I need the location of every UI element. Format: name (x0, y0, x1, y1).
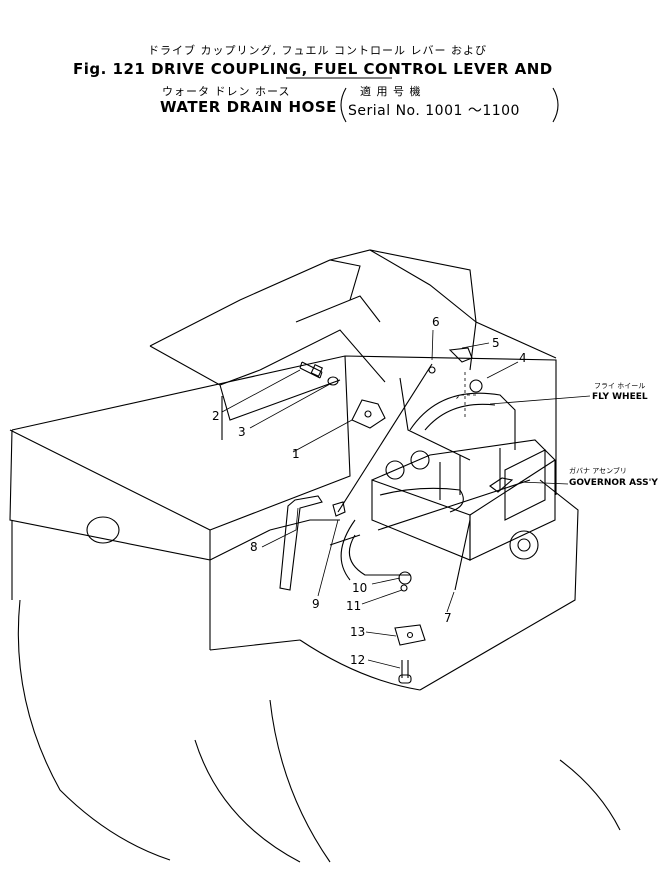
part-number-8: 8 (250, 540, 258, 554)
part-13-plate (394, 624, 426, 646)
serial-range: Serial No. 1001 ～1100 (348, 103, 520, 119)
part-number-12: 12 (350, 653, 365, 667)
part-number-9: 9 (312, 597, 320, 611)
figure-subtitle: WATER DRAIN HOSE (160, 98, 337, 116)
part-2-bolt (299, 361, 323, 379)
title-japanese-line1: ドライブ カップリング, フュエル コントロール レバー および (148, 44, 487, 57)
serial-japanese-label: 適 用 号 機 (360, 85, 422, 98)
body-front-left (9, 429, 211, 650)
governor-lever (489, 477, 514, 493)
engine-block-lower (371, 479, 471, 561)
part-6-control-rod (337, 363, 433, 513)
governor-label: GOVERNOR ASS'Y (569, 478, 658, 488)
part-number-11: 11 (346, 599, 361, 613)
part-8-drain-hose (279, 495, 323, 591)
fly-wheel-label: FLY WHEEL (592, 392, 648, 402)
part-number-10: 10 (352, 581, 367, 595)
part-number-7: 7 (444, 611, 452, 625)
part-number-13: 13 (350, 625, 365, 639)
part-10-fitting (398, 571, 412, 585)
fly-wheel-jp-label: フライ ホイール (594, 382, 645, 390)
part-number-2: 2 (212, 409, 220, 423)
body-top-edge (11, 355, 557, 495)
flywheel-housing (409, 392, 516, 450)
engine-pulley (509, 530, 539, 560)
part-9-drain-cock (332, 501, 346, 517)
part-number-3: 3 (238, 425, 246, 439)
body-round-cover (86, 516, 120, 544)
part-1-bracket (351, 399, 386, 429)
governor-jp-label: ガバナ アセンブリ (569, 466, 627, 475)
part-number-1: 1 (292, 447, 300, 461)
part-number-5: 5 (492, 336, 500, 350)
serial-paren-right (552, 87, 559, 123)
serial-paren-left (340, 87, 347, 123)
part-5-clip (448, 347, 473, 363)
part-number-6: 6 (432, 315, 440, 329)
part-3-washer (327, 376, 339, 386)
part-4-nut (469, 379, 483, 393)
governor-box (504, 449, 546, 521)
part-number-4: 4 (519, 351, 527, 365)
title-japanese-line2: ウォータ ドレン ホース (162, 85, 291, 98)
figure-title: Fig. 121 DRIVE COUPLING, FUEL CONTROL LE… (73, 60, 553, 78)
